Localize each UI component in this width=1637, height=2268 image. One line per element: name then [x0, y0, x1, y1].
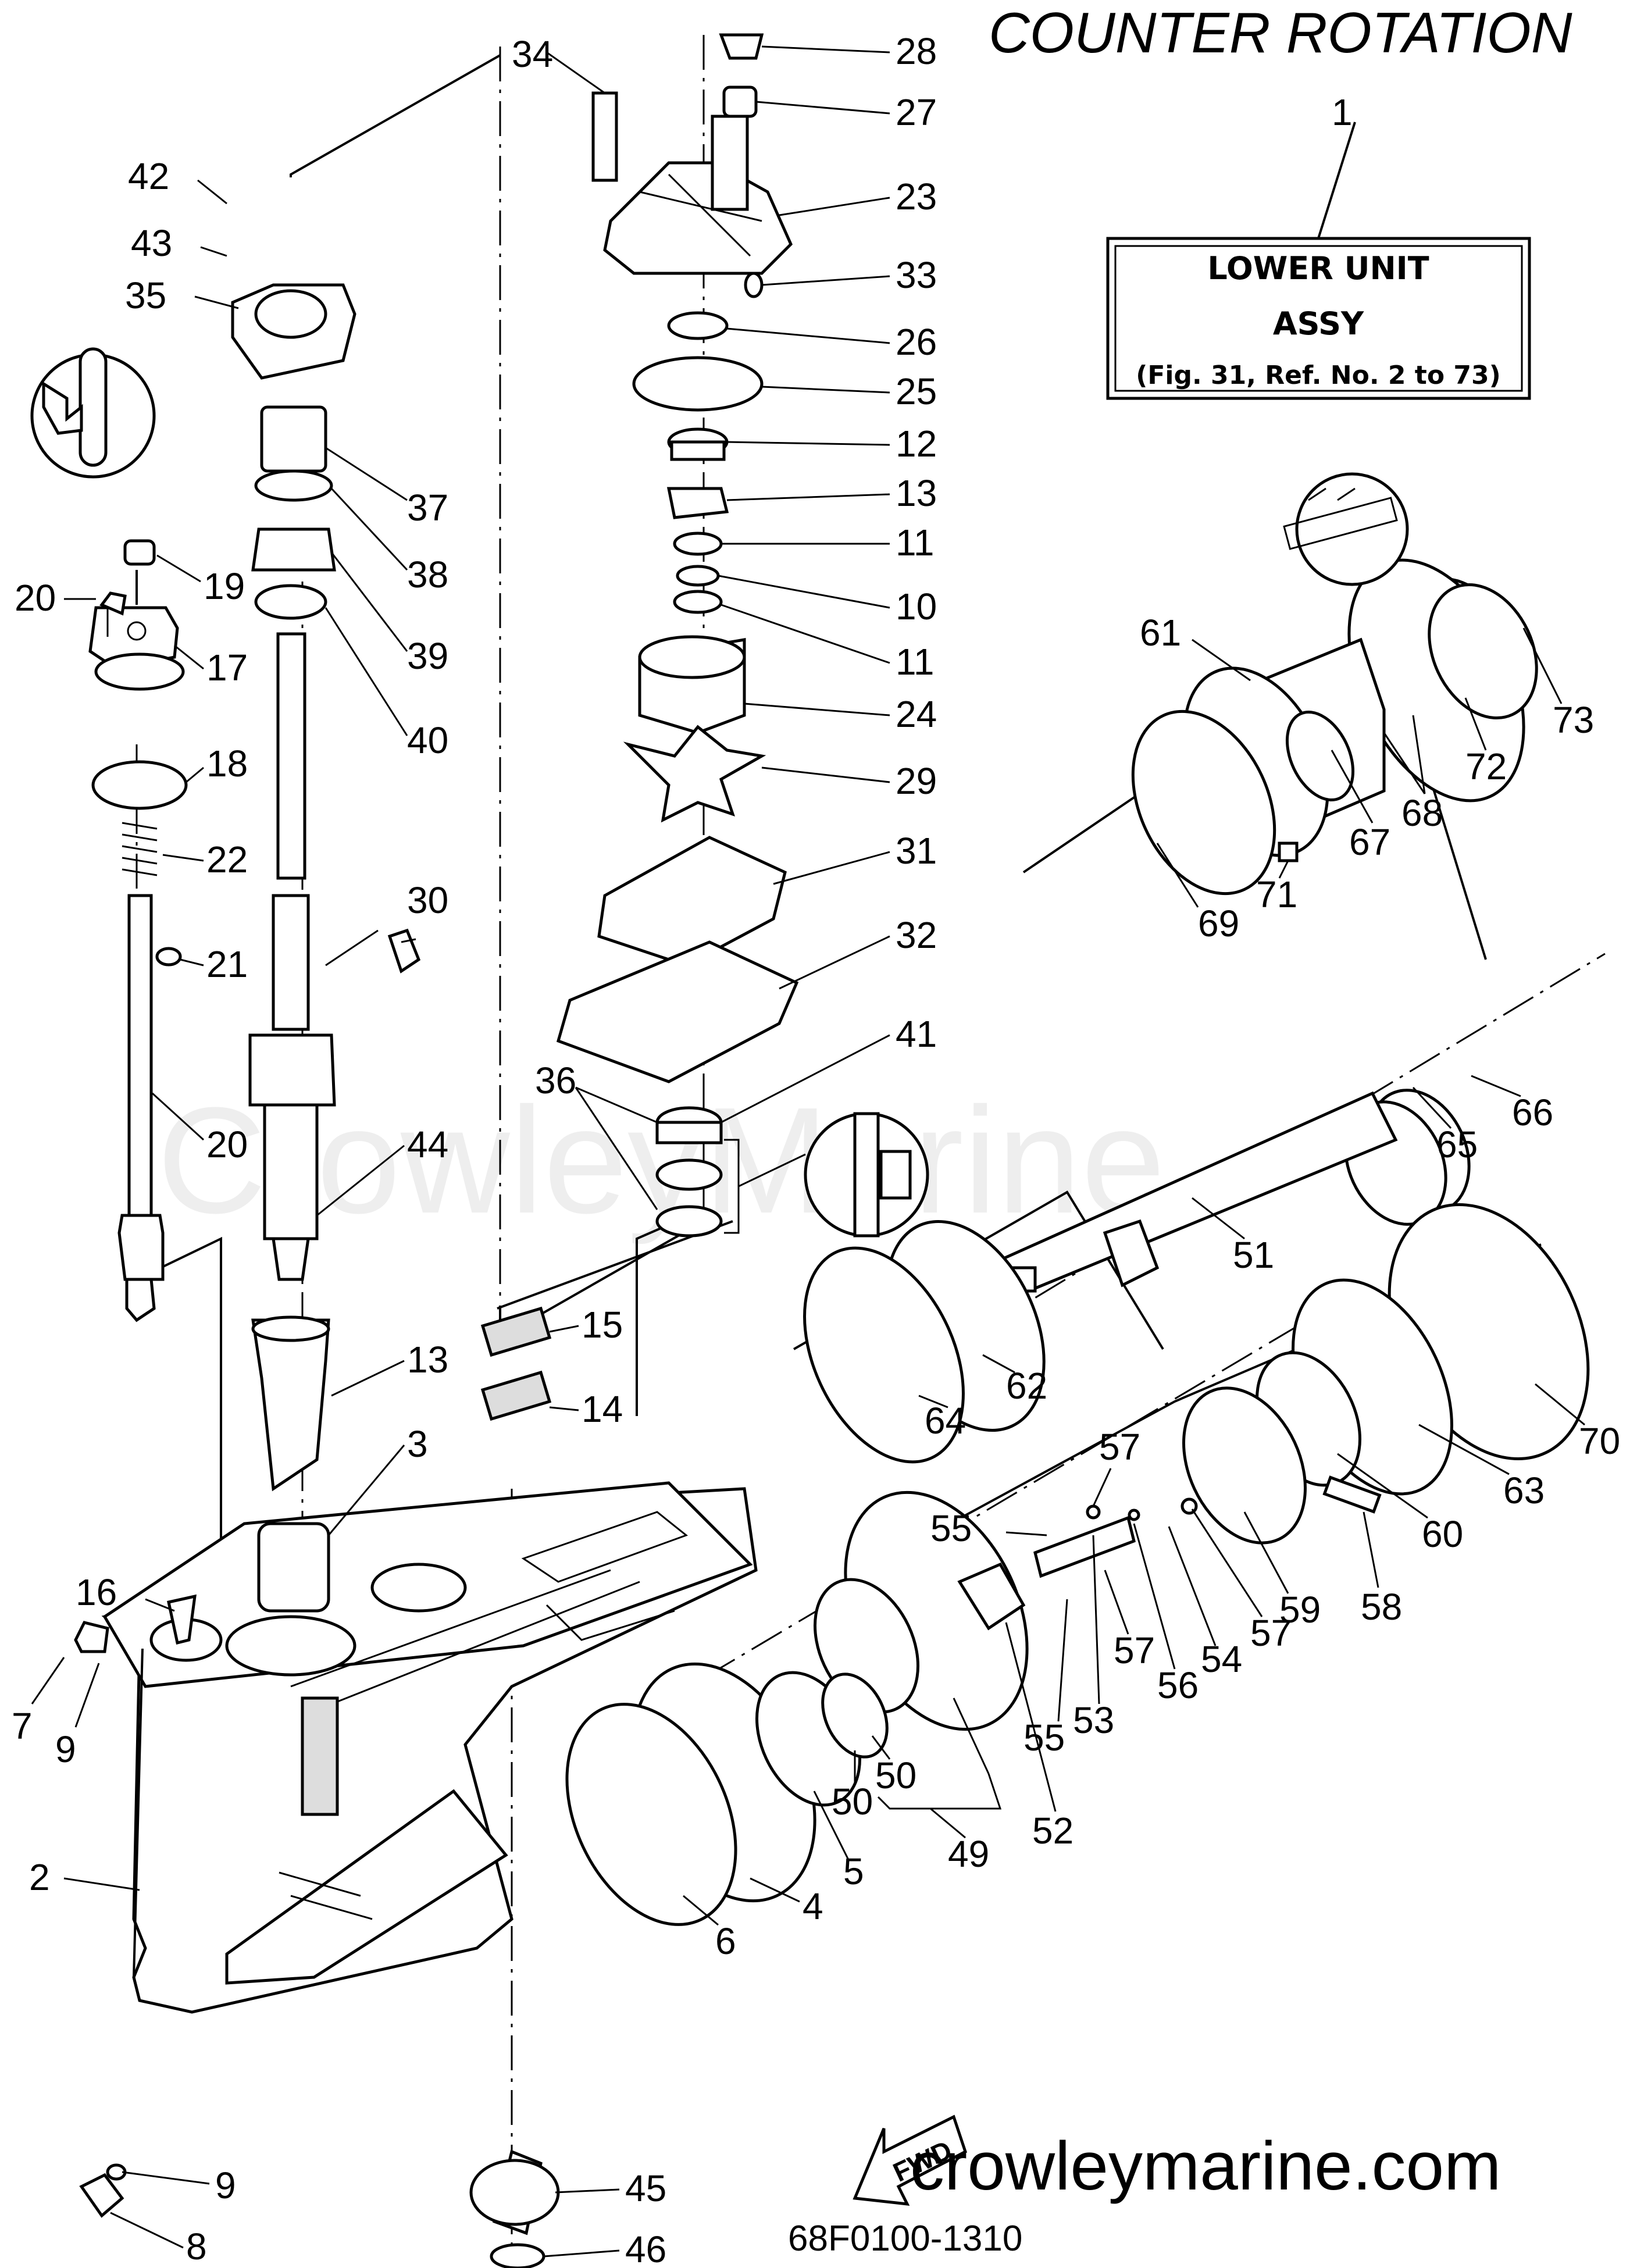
callout-9a: 9 — [55, 1728, 76, 1770]
callout-69: 69 — [1198, 903, 1239, 944]
callout-32: 30 — [407, 879, 448, 921]
callout-31: 29 — [896, 760, 937, 802]
callout-44: 42 — [128, 155, 169, 197]
callout-65: 65 — [1436, 1124, 1478, 1165]
callout-66: 66 — [1512, 1092, 1553, 1133]
callout-51: 51 — [1233, 1234, 1274, 1276]
callout-46: 44 — [407, 1124, 448, 1165]
callout-45: 43 — [131, 222, 172, 264]
callout-17: 16 — [76, 1571, 117, 1613]
callout-11a: 11 — [896, 522, 934, 564]
callout-8: 8 — [186, 2226, 207, 2267]
callout-22: 20 — [206, 1124, 248, 1165]
callout-38: 36 — [535, 1060, 576, 1101]
callout-3: 3 — [407, 1423, 428, 1465]
shift-rod-stack — [30, 347, 188, 1322]
callout-40: 38 — [407, 554, 448, 595]
drawing-code: 68F0100-1310 — [788, 2219, 1022, 2259]
callout-7: 7 — [12, 1705, 33, 1747]
assembly-box-line3: (Fig. 31, Ref. No. 2 to 73) — [1136, 361, 1500, 390]
callout-12: 12 — [896, 423, 937, 465]
callout-39: 37 — [407, 487, 448, 529]
callout-55a: 55 — [930, 1507, 972, 1549]
callout-47: 45 — [625, 2167, 666, 2209]
callout-16: 15 — [582, 1304, 623, 1346]
detail-circles — [1283, 472, 1409, 586]
callout-6: 6 — [715, 1920, 736, 1962]
callout-9b: 9 — [215, 2164, 236, 2206]
assembly-box: LOWER UNIT ASSY (Fig. 31, Ref. No. 2 to … — [1106, 122, 1531, 400]
callout-55b: 55 — [1023, 1717, 1065, 1759]
callout-68: 68 — [1401, 792, 1443, 834]
callout-19: 18 — [206, 743, 248, 784]
callout-42: 40 — [407, 719, 448, 761]
callout-57a: 57 — [1099, 1426, 1140, 1468]
callout-48: 46 — [625, 2228, 666, 2268]
callouts: 34 28 27 23 33 26 25 12 13 11 10 11 24 2… — [12, 30, 1620, 2268]
callout-13: 13 — [896, 472, 937, 514]
callout-73: 73 — [1553, 699, 1594, 741]
callout-15: 14 — [582, 1388, 623, 1430]
callout-33: 31 — [896, 830, 937, 872]
website-url: crowleymarine.com — [910, 2128, 1501, 2205]
callout-27: 25 — [896, 370, 937, 412]
callout-72: 72 — [1465, 746, 1507, 787]
callout-49: 49 — [948, 1833, 989, 1875]
callout-20: 19 — [204, 565, 245, 607]
callout-28: 26 — [896, 321, 937, 363]
water-pump-stack — [556, 33, 929, 1238]
callout-37: 35 — [125, 274, 166, 316]
callout-41: 39 — [407, 635, 448, 677]
callout-63: 63 — [1503, 1470, 1545, 1511]
callout-23: 21 — [206, 943, 248, 985]
callout-70: 70 — [1579, 1420, 1620, 1462]
callout-58: 58 — [1361, 1586, 1402, 1628]
callout-18: 17 — [206, 647, 248, 689]
callout-50a: 50 — [832, 1781, 873, 1823]
propeller-shaft-group — [79, 558, 1590, 2268]
callout-71: 71 — [1256, 873, 1297, 915]
callout-35: 33 — [896, 254, 937, 296]
callout-21: 20 — [15, 577, 56, 619]
callout-56b: 57 — [1250, 1612, 1292, 1654]
callout-67: 67 — [1349, 821, 1390, 863]
callout-34: 32 — [896, 914, 937, 956]
callout-59: 59 — [1279, 1589, 1321, 1631]
callout-25: 23 — [896, 176, 937, 217]
callout-53: 53 — [1073, 1699, 1114, 1741]
callout-61: 61 — [1140, 612, 1181, 654]
callout-26: 24 — [896, 693, 937, 735]
callout-54: 54 — [1201, 1638, 1242, 1680]
callout-10: 10 — [896, 586, 937, 627]
callout-11b: 11 — [896, 641, 934, 683]
callout-43: 41 — [896, 1013, 937, 1055]
callout-36: 34 — [512, 33, 553, 75]
callout-2: 2 — [29, 1856, 50, 1898]
assembly-box-line2: ASSY — [1273, 305, 1364, 342]
diagram-title: COUNTER ROTATION — [989, 1, 1572, 65]
callout-52: 52 — [1032, 1810, 1073, 1852]
callout-4: 4 — [803, 1885, 823, 1927]
callout-57b: 57 — [1114, 1629, 1155, 1671]
callout-29: 27 — [896, 91, 937, 133]
callout-14: 13 — [407, 1339, 448, 1381]
callout-30: 28 — [896, 30, 937, 72]
callout-1: 1 — [1332, 91, 1353, 133]
drive-shaft-stack — [74, 283, 552, 1653]
callout-24: 22 — [206, 839, 248, 880]
assembly-box-line1: LOWER UNIT — [1207, 250, 1429, 287]
callout-60: 60 — [1422, 1513, 1463, 1555]
callout-56a: 56 — [1157, 1664, 1199, 1706]
callout-50b: 50 — [875, 1755, 916, 1796]
